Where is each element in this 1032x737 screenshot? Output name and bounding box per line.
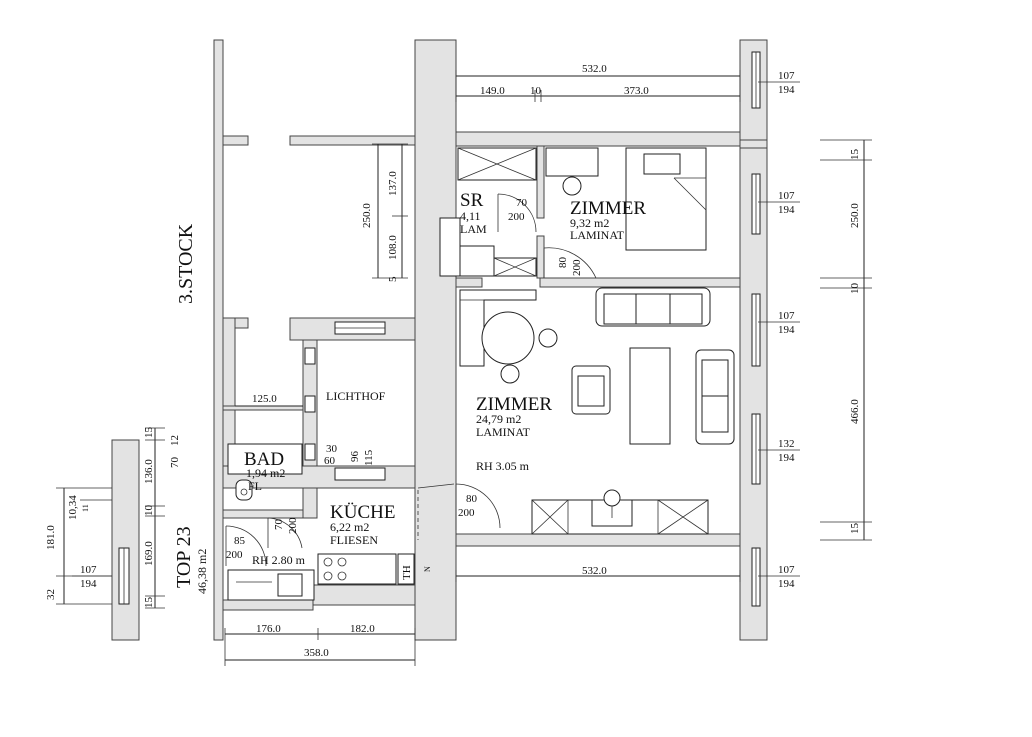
dim-lichthof-125: 125.0: [252, 393, 277, 405]
dim-right-250: 250.0: [849, 203, 861, 228]
zimmer-large-name: ZIMMER: [476, 394, 552, 415]
dim-left-15: 15: [143, 427, 155, 439]
bad-area: 1,94 m2: [246, 466, 285, 480]
kueche-name: KÜCHE: [330, 502, 395, 523]
dim-right-466: 466.0: [849, 399, 861, 424]
windows: [118, 51, 761, 607]
dim-bottom-b: 182.0: [350, 623, 375, 635]
dim-bottom-total-left: 358.0: [304, 647, 329, 659]
furniture: [227, 147, 735, 601]
kueche-floor: FLIESEN: [330, 533, 378, 547]
win-lh2-b: 115: [363, 449, 375, 466]
dim-top-a: 149.0: [480, 85, 505, 97]
dim-inner-108: 108.0: [387, 235, 399, 260]
door-z1-b: 200: [571, 259, 583, 276]
kueche-area: 6,22 m2: [330, 520, 369, 534]
door-k-a: 85: [234, 535, 246, 547]
dim-left-70: 70: [169, 457, 181, 469]
dim-inner-137: 137.0: [387, 171, 399, 196]
door-z2-b: 200: [458, 507, 475, 519]
walls: [111, 39, 768, 641]
dim-left-15b: 15: [143, 597, 155, 609]
zimmer-small-name: ZIMMER: [570, 198, 646, 219]
dim-left-11: 11: [81, 504, 90, 512]
dim-left-136: 136.0: [143, 459, 155, 484]
dim-left-10: 10: [143, 505, 155, 517]
dim-right-15b: 15: [849, 523, 861, 535]
dim-top-c: 373.0: [624, 85, 649, 97]
dim-left-32: 32: [45, 589, 57, 600]
win5-a: 107: [778, 564, 795, 576]
doors: [225, 193, 597, 567]
door-z1-a: 80: [557, 257, 569, 269]
sr-name: SR: [460, 190, 484, 211]
bad-name: BAD: [244, 449, 284, 470]
dim-bottom-total: 532.0: [582, 565, 607, 577]
dim-right-10: 10: [849, 283, 861, 295]
win1-b: 194: [778, 84, 795, 96]
unit-name: TOP 23: [173, 526, 195, 588]
dim-left-181: 181.0: [45, 525, 57, 550]
dimension-lines: [56, 70, 872, 666]
win-lh2-a: 96: [349, 451, 361, 463]
zimmer-large-floor: LAMINAT: [476, 425, 531, 439]
win-left-a: 107: [80, 564, 97, 576]
dim-inner-250: 250.0: [361, 203, 373, 228]
zimmer-small-area: 9,32 m2: [570, 216, 609, 230]
dim-inner-5: 5: [387, 276, 399, 282]
win3-a: 107: [778, 310, 795, 322]
door-k-b: 200: [226, 549, 243, 561]
sr-area: 4,11: [460, 209, 481, 223]
door-sr-b: 200: [508, 211, 525, 223]
bad-floor: FL: [248, 479, 262, 493]
win-lh-b: 60: [324, 455, 336, 467]
win1-a: 107: [778, 70, 795, 82]
door-bad-a: 70: [273, 519, 285, 531]
door-z2-a: 80: [466, 493, 478, 505]
dim-right-15a: 15: [849, 149, 861, 161]
win5-b: 194: [778, 578, 795, 590]
door-sr-a: 70: [516, 197, 528, 209]
dim-top-b: 10: [530, 85, 542, 97]
unit-area: 46,38 m2: [195, 549, 209, 594]
appliance-label: TH: [401, 565, 413, 580]
kueche-height: RH 2.80 m: [252, 553, 306, 567]
dim-bottom-a: 176.0: [256, 623, 281, 635]
lichthof-name: LICHTHOF: [326, 389, 386, 403]
win-left-b: 194: [80, 578, 97, 590]
zimmer-large-height: RH 3.05 m: [476, 459, 530, 473]
dim-left-169: 169.0: [143, 541, 155, 566]
win2-a: 107: [778, 190, 795, 202]
north-label: N: [423, 566, 432, 572]
door-bad-b: 200: [287, 517, 299, 534]
win4-b: 194: [778, 452, 795, 464]
win-lh-a: 30: [326, 443, 338, 455]
zimmer-large-area: 24,79 m2: [476, 412, 521, 426]
zimmer-small-floor: LAMINAT: [570, 228, 625, 242]
dim-top-total: 532.0: [582, 63, 607, 75]
dim-left-12: 12: [169, 435, 181, 446]
win2-b: 194: [778, 204, 795, 216]
win4-a: 132: [778, 438, 795, 450]
floor-label: 3.STOCK: [175, 223, 197, 304]
dim-left-10-34: 10,34: [67, 495, 79, 520]
sr-floor: LAM: [460, 222, 487, 236]
win3-b: 194: [778, 324, 795, 336]
